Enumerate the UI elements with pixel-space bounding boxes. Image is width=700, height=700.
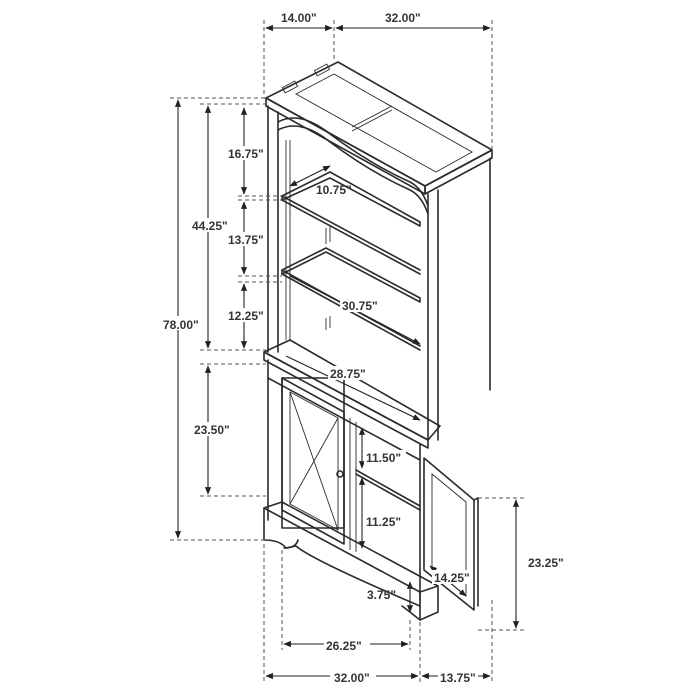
label-door-height: 23.25" <box>528 556 564 570</box>
label-middle-shelf-gap: 13.75" <box>228 233 264 247</box>
label-top-depth: 14.00" <box>281 11 317 25</box>
dimension-lines <box>170 20 524 684</box>
label-cabinet-lower-gap: 11.25" <box>366 515 401 529</box>
label-arch-depth: 10.75" <box>316 183 352 197</box>
label-lower-shelf-gap: 12.25" <box>228 309 264 323</box>
counter-width-dimension <box>285 355 421 421</box>
bookcase-illustration <box>263 61 493 621</box>
label-base-opening: 26.25" <box>326 639 362 653</box>
label-bottom-width: 32.00" <box>334 671 370 685</box>
label-bottom-depth: 13.75" <box>440 671 476 685</box>
arch-depth-dimension <box>289 165 331 187</box>
dimension-labels: 14.00" 32.00" 78.00" 44.25" 16.75" 13.75… <box>163 10 564 685</box>
label-total-height: 78.00" <box>163 318 199 332</box>
label-base-clearance: 3.75" <box>367 588 396 602</box>
label-cabinet-height: 23.50" <box>194 423 230 437</box>
label-counter-width: 28.75" <box>330 367 366 381</box>
label-cabinet-upper-gap: 11.50" <box>366 451 401 465</box>
label-top-width: 32.00" <box>385 11 421 25</box>
label-shelf-width: 30.75" <box>342 299 378 313</box>
base-plinth <box>263 501 439 621</box>
label-door-width: 14.25" <box>434 571 470 585</box>
hutch <box>267 105 491 441</box>
counter-top <box>263 339 441 449</box>
lower-cabinet <box>267 359 479 611</box>
label-hutch-height: 44.25" <box>192 219 228 233</box>
label-upper-shelf-gap: 16.75" <box>228 147 264 161</box>
